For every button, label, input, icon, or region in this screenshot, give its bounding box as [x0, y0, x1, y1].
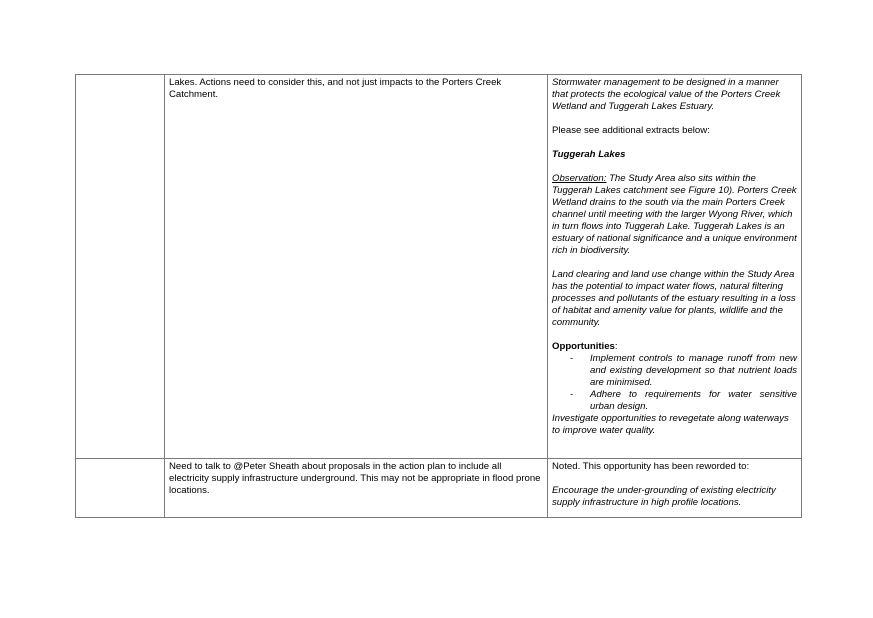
- reworded-text: Encourage the under-grounding of existin…: [552, 485, 776, 508]
- observation-label: Observation:: [552, 173, 607, 184]
- opportunities-heading: Opportunities:: [552, 341, 797, 353]
- row2-empty-cell: [75, 458, 165, 518]
- opportunities-label: Opportunities: [552, 341, 615, 352]
- stormwater-intro-text: Stormwater management to be designed in …: [552, 77, 781, 112]
- opportunities-list: - Implement controls to manage runoff fro…: [552, 353, 797, 413]
- tuggerah-lakes-heading: Tuggerah Lakes: [552, 149, 626, 160]
- table-row: Need to talk to @Peter Sheath about prop…: [75, 458, 802, 518]
- observation-text: The Study Area also sits within the Tugg…: [552, 173, 797, 256]
- extracts-note-text: Please see additional extracts below:: [552, 125, 710, 136]
- land-clearing-paragraph: Land clearing and land use change within…: [552, 269, 796, 328]
- opportunities-colon: :: [614, 341, 618, 352]
- observation-paragraph: Observation: The Study Area also sits wi…: [552, 173, 797, 257]
- row2-comment-cell: Need to talk to @Peter Sheath about prop…: [164, 458, 548, 518]
- table-row: Lakes. Actions need to consider this, an…: [75, 74, 802, 459]
- list-item-text: Adhere to requirements for water sensiti…: [590, 389, 797, 412]
- row1-comment-cell: Lakes. Actions need to consider this, an…: [164, 74, 548, 459]
- row1-comment-text: Lakes. Actions need to consider this, an…: [169, 77, 502, 100]
- list-item: - Adhere to requirements for water sensit…: [552, 389, 797, 413]
- bullet-dash: -: [570, 353, 574, 364]
- noted-text: Noted. This opportunity has been reworde…: [552, 461, 750, 472]
- row1-empty-cell: [75, 74, 165, 459]
- row2-response-cell: Noted. This opportunity has been reworde…: [547, 458, 802, 518]
- investigate-text: Investigate opportunities to revegetate …: [552, 413, 789, 436]
- row1-response-cell: Stormwater management to be designed in …: [547, 74, 802, 459]
- list-item: - Implement controls to manage runoff fro…: [552, 353, 797, 389]
- comments-table: Lakes. Actions need to consider this, an…: [75, 74, 802, 518]
- bullet-dash: -: [570, 389, 574, 400]
- list-item-text: Implement controls to manage runoff from…: [590, 353, 797, 388]
- row2-comment-text: Need to talk to @Peter Sheath about prop…: [169, 461, 541, 496]
